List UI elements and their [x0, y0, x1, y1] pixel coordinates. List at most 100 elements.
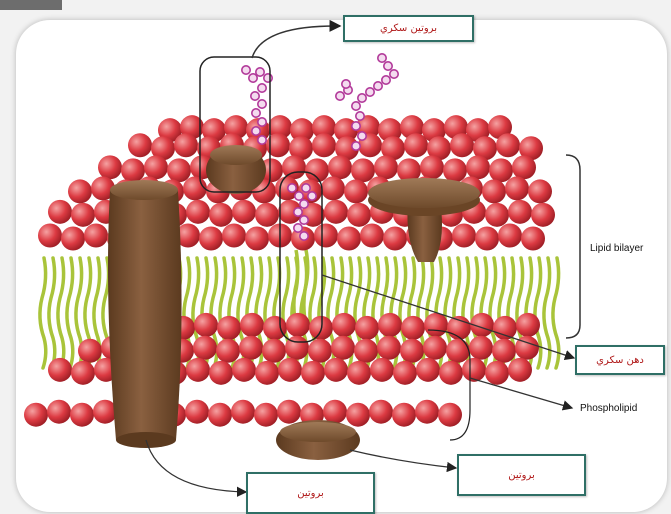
phospholipid-head [121, 158, 145, 182]
phospholipid-head [308, 339, 332, 363]
sugar-bead [390, 70, 398, 78]
phospholipid-head [377, 336, 401, 360]
phospholipid-head [446, 339, 470, 363]
sugar-bead [374, 82, 382, 90]
phospholipid-head [209, 203, 233, 227]
phospholipid-head [516, 313, 540, 337]
label-glycolipid: دهن سكري [575, 345, 665, 375]
phospholipid-head [70, 403, 94, 427]
sugar-bead [382, 76, 390, 84]
phospholipid-head [347, 361, 371, 385]
sugar-bead [342, 80, 350, 88]
phospholipid-head [301, 361, 325, 385]
phospholipid-head [401, 316, 425, 340]
lipid-tail [67, 258, 73, 368]
sugar-bead [378, 54, 386, 62]
phospholipid-head [512, 155, 536, 179]
phospholipid-head [263, 316, 287, 340]
phospholipid-head [485, 203, 509, 227]
lipid-tail [49, 258, 55, 368]
phospholipid-head [392, 403, 416, 427]
phospholipid-head [374, 155, 398, 179]
phospholipid-head [38, 224, 62, 248]
phospholipid-head [346, 403, 370, 427]
phospholipid-head [144, 155, 168, 179]
phospholipid-head [185, 400, 209, 424]
sugar-bead [308, 192, 316, 200]
sugar-bead [252, 127, 260, 135]
phospholipid-head [344, 179, 368, 203]
phospholipid-head [347, 203, 371, 227]
phospholipid-head [239, 336, 263, 360]
label-protein-right: بروتين [457, 454, 586, 496]
phospholipid-head [321, 176, 345, 200]
phospholipid-head [167, 158, 191, 182]
phospholipid-head [531, 203, 555, 227]
phospholipid-head [323, 400, 347, 424]
sugar-bead [358, 94, 366, 102]
sugar-bead [264, 74, 272, 82]
phospholipid-head [286, 313, 310, 337]
phospholipid-head [47, 400, 71, 424]
phospholipid-head [186, 358, 210, 382]
phospholipid-head [84, 224, 108, 248]
phospholipid-head [98, 155, 122, 179]
phospholipid-head [489, 158, 513, 182]
phospholipid-head [355, 316, 379, 340]
phospholipid-head [415, 400, 439, 424]
phospholipid-head [312, 133, 336, 157]
phospholipid-head [521, 227, 545, 251]
sugar-bead [366, 88, 374, 96]
phospholipid-head [232, 358, 256, 382]
sugar-bead [249, 74, 257, 82]
phospholipid-head [424, 313, 448, 337]
sugar-bead [288, 184, 296, 192]
sugar-bead [300, 216, 308, 224]
phospholipid-head [370, 358, 394, 382]
sugar-bead [300, 200, 308, 208]
phospholipid-head [443, 158, 467, 182]
phospholipid-head [255, 361, 279, 385]
sugar-bead [302, 184, 310, 192]
sugar-bead [258, 136, 266, 144]
phospholipid-head [416, 358, 440, 382]
sugar-bead [300, 232, 308, 240]
sugar-bead [258, 100, 266, 108]
phospholipid-head [78, 339, 102, 363]
sugar-bead [352, 102, 360, 110]
phospholipid-head [466, 155, 490, 179]
phospholipid-head [423, 336, 447, 360]
phospholipid-head [24, 403, 48, 427]
phospholipid-head [354, 339, 378, 363]
phospholipid-head [183, 176, 207, 200]
phospholipid-head [383, 227, 407, 251]
lipid-tail [544, 258, 550, 368]
sugar-bead [352, 122, 360, 130]
phospholipid-head [232, 200, 256, 224]
phospholipid-head [71, 361, 95, 385]
phospholipid-head [193, 336, 217, 360]
sugar-bead [251, 92, 259, 100]
phospholipid-head [240, 313, 264, 337]
phospholipid-head [199, 227, 223, 251]
phospholipid-head [314, 224, 338, 248]
phospholipid-head [255, 203, 279, 227]
phospholipid-head [475, 227, 499, 251]
phospholipid-head [485, 361, 509, 385]
phospholipid-head [194, 313, 218, 337]
sugar-bead [295, 192, 303, 200]
phospholipid-head [378, 313, 402, 337]
phospholipid-head [528, 179, 552, 203]
phospholipid-head [360, 224, 384, 248]
phospholipid-head [71, 203, 95, 227]
phospholipid-head [332, 313, 356, 337]
phospholipid-head [222, 224, 246, 248]
phospholipid-head [492, 339, 516, 363]
phospholipid-head [48, 200, 72, 224]
phospholipid-head [450, 133, 474, 157]
phospholipid-head [505, 176, 529, 200]
phospholipid-head [393, 361, 417, 385]
sugar-bead [384, 62, 392, 70]
glycoprotein-arrow [252, 26, 340, 58]
